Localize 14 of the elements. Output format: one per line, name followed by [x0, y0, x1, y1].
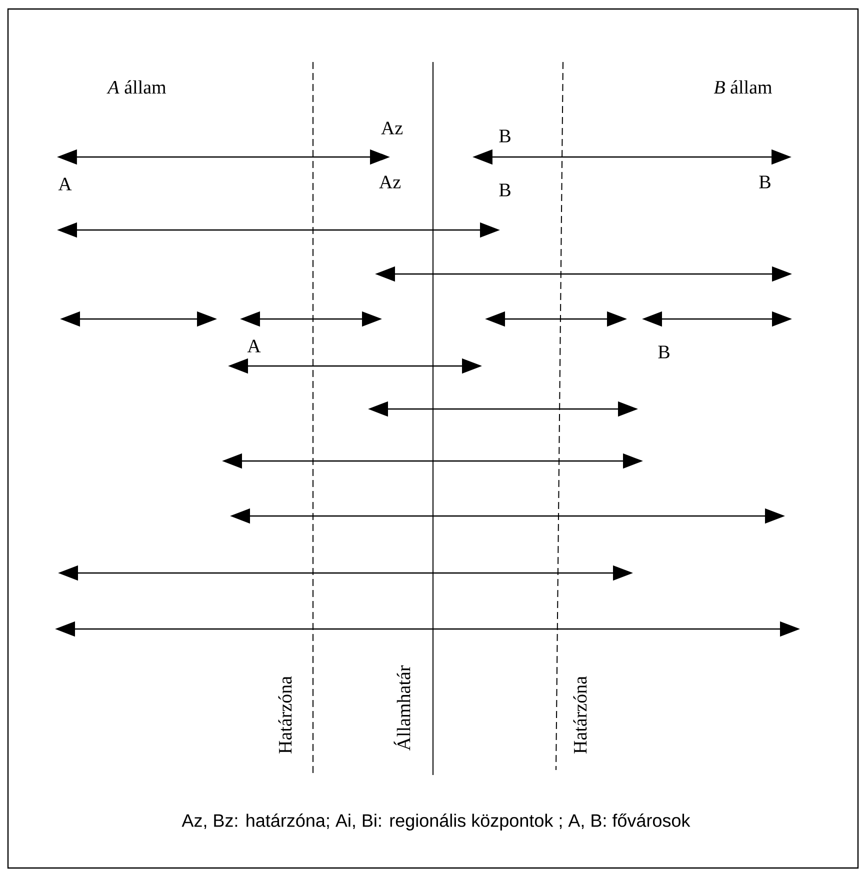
caption: Az, Bz: határzóna; Ai, Bi: regionális központok ; A, B: fővárosok — [182, 814, 690, 830]
map-label: A — [247, 340, 261, 352]
map-label: B állam — [714, 80, 772, 94]
map-label: A állam — [106, 80, 166, 94]
end-label: A — [58, 178, 72, 190]
end-label: B — [499, 184, 510, 196]
end-label: B — [759, 176, 770, 188]
map-label: Az — [381, 122, 403, 134]
zone-label: Határzóna — [278, 676, 292, 754]
map-label: B — [499, 130, 510, 142]
end-label: Az — [379, 176, 401, 188]
map-label: B — [658, 346, 670, 358]
zone-label: Államhatár — [394, 665, 410, 751]
zone-label: Határzóna — [573, 676, 587, 754]
